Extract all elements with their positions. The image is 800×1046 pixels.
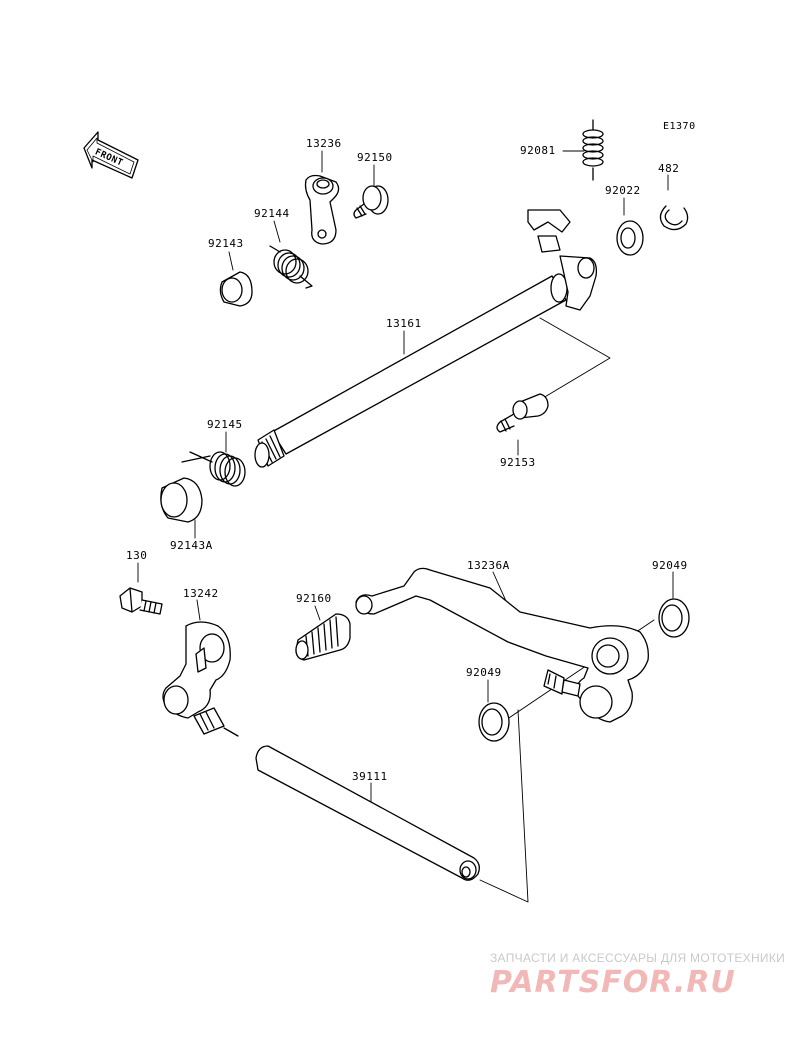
label-92081: 92081 — [520, 144, 556, 157]
part-92081-spring — [582, 119, 604, 181]
watermark-tagline: ЗАПЧАСТИ И АКСЕССУАРЫ ДЛЯ МОТОТЕХНИКИ — [490, 951, 786, 965]
label-92160: 92160 — [296, 592, 332, 605]
label-92143: 92143 — [208, 237, 244, 250]
part-tierod-joint-right — [543, 669, 581, 697]
part-13236A-pedal — [355, 567, 649, 723]
part-92143A-collar — [160, 477, 203, 523]
part-92144-spring — [269, 245, 313, 289]
label-13242: 13242 — [183, 587, 219, 600]
part-92160-rubber — [295, 613, 351, 661]
part-482-circlip — [659, 205, 689, 231]
part-92153-bolt — [496, 393, 549, 433]
label-92049-right: 92049 — [652, 559, 688, 572]
part-130-bolt — [119, 587, 163, 615]
label-482: 482 — [658, 162, 680, 175]
label-13236A: 13236A — [467, 559, 510, 572]
part-39111-rod — [255, 745, 480, 881]
label-92153: 92153 — [500, 456, 536, 469]
label-92022: 92022 — [605, 184, 641, 197]
watermark-logo: PARTSFOR.RU — [490, 965, 736, 1000]
part-92049-washer-left — [478, 702, 510, 742]
part-13236-arm — [304, 174, 340, 245]
label-39111: 39111 — [352, 770, 388, 783]
label-13161: 13161 — [386, 317, 422, 330]
part-tierod-joint-left — [193, 707, 239, 737]
part-92143-collar — [219, 271, 253, 307]
label-92145: 92145 — [207, 418, 243, 431]
label-92144: 92144 — [254, 207, 290, 220]
front-arrow-icon — [83, 131, 139, 179]
label-92049-left: 92049 — [466, 666, 502, 679]
leader-lines — [137, 150, 674, 903]
label-92143A: 92143A — [170, 539, 213, 552]
part-92145-spring — [181, 451, 246, 487]
part-92150-bolt — [353, 185, 389, 219]
part-92049-washer-right — [658, 598, 690, 638]
label-92150: 92150 — [357, 151, 393, 164]
part-13242-clamp — [162, 621, 231, 719]
label-13236: 13236 — [306, 137, 342, 150]
part-92022-washer — [616, 220, 644, 256]
label-130: 130 — [126, 549, 148, 562]
figure-code: E1370 — [663, 121, 696, 132]
part-13161-shaft — [254, 209, 598, 468]
